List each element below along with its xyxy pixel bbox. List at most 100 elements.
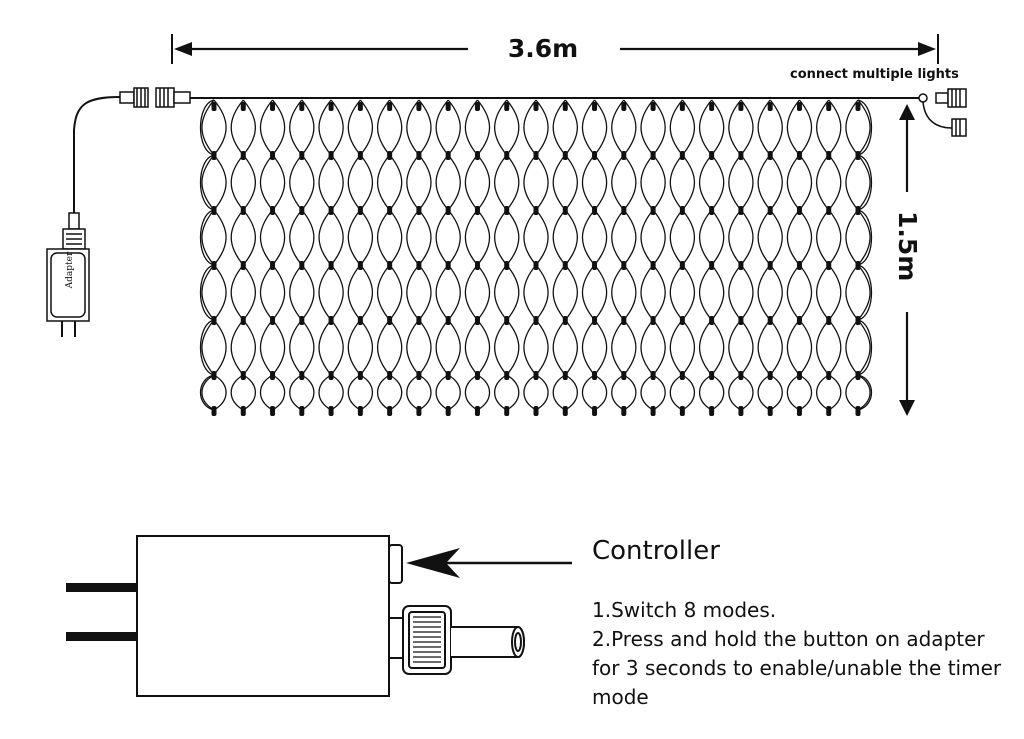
bulb-icon bbox=[445, 371, 451, 380]
net-cell bbox=[201, 154, 227, 212]
bulb-icon bbox=[533, 316, 539, 325]
bulb-icon bbox=[709, 206, 715, 215]
net-cell bbox=[611, 154, 637, 212]
bulb-icon bbox=[679, 261, 685, 270]
net-cell bbox=[406, 264, 432, 322]
bulb-icon bbox=[562, 316, 568, 325]
bulb-icon bbox=[416, 371, 422, 380]
bulb-icon bbox=[328, 406, 334, 416]
net-cell bbox=[318, 374, 344, 411]
controller-note-1: 1.Switch 8 modes. bbox=[592, 598, 777, 622]
bulb-icon bbox=[709, 261, 715, 270]
net-cell bbox=[464, 209, 491, 267]
net-cell bbox=[786, 374, 813, 411]
bulb-icon bbox=[592, 206, 598, 215]
net-cell bbox=[845, 154, 871, 212]
bulb-icon bbox=[240, 151, 246, 160]
net-cell bbox=[435, 154, 461, 212]
bulb-icon bbox=[767, 316, 773, 325]
bulb-icon bbox=[270, 371, 276, 380]
bulb-icon bbox=[796, 206, 802, 215]
bulb-icon bbox=[299, 261, 305, 270]
bulb-icon bbox=[474, 151, 480, 160]
net-cell bbox=[523, 374, 549, 411]
net-cell bbox=[552, 209, 578, 267]
bulb-icon bbox=[650, 151, 656, 160]
bulb-icon bbox=[621, 151, 627, 160]
bulb-icon bbox=[796, 261, 802, 270]
bulb-icon bbox=[299, 371, 305, 380]
net-cell bbox=[523, 319, 549, 377]
net-cell bbox=[786, 209, 813, 267]
controller-adapter-icon bbox=[66, 535, 525, 697]
bulb-icon bbox=[357, 316, 363, 325]
bulb-icon bbox=[533, 102, 539, 111]
bulb-icon bbox=[240, 261, 246, 270]
net-cell bbox=[699, 319, 725, 377]
net-cell bbox=[464, 374, 491, 411]
bulb-icon bbox=[387, 406, 393, 416]
net-cell bbox=[289, 154, 315, 212]
bulb-icon bbox=[826, 206, 832, 215]
bulb-icon bbox=[328, 371, 334, 380]
bulb-icon bbox=[533, 406, 539, 416]
bulb-icon bbox=[416, 316, 422, 325]
bulb-icon bbox=[767, 261, 773, 270]
net-cell bbox=[581, 209, 608, 267]
net-cell bbox=[406, 374, 432, 411]
net-edge-loop bbox=[199, 264, 215, 321]
bulb-icon bbox=[211, 406, 217, 416]
bulb-icon bbox=[533, 371, 539, 380]
net-cell bbox=[699, 264, 725, 322]
bulb-icon bbox=[855, 316, 861, 325]
net-cell bbox=[377, 264, 403, 322]
net-cell bbox=[347, 319, 373, 377]
net-cell bbox=[377, 154, 403, 212]
bulb-icon bbox=[679, 206, 685, 215]
bulb-icon bbox=[357, 151, 363, 160]
bulb-icon bbox=[679, 151, 685, 160]
bulb-icon bbox=[270, 406, 276, 416]
net-cell bbox=[786, 154, 813, 212]
bulb-icon bbox=[709, 151, 715, 160]
bulb-icon bbox=[445, 102, 451, 111]
bulb-icon bbox=[767, 102, 773, 111]
bulb-icon bbox=[767, 151, 773, 160]
bulb-icon bbox=[211, 316, 217, 325]
net-edge-loop bbox=[857, 99, 873, 156]
bulb-icon bbox=[679, 316, 685, 325]
bulb-icon bbox=[240, 371, 246, 380]
net-cell bbox=[845, 264, 871, 322]
top-cable bbox=[73, 96, 920, 215]
net-cell bbox=[464, 264, 491, 322]
bulb-icon bbox=[504, 316, 510, 325]
controller-arrow-icon bbox=[406, 548, 572, 578]
bulb-icon bbox=[709, 406, 715, 416]
bulb-icon bbox=[445, 406, 451, 416]
bulb-icon bbox=[533, 261, 539, 270]
net-edge-loop bbox=[199, 319, 215, 376]
bulb-icon bbox=[211, 371, 217, 380]
net-cell bbox=[611, 264, 637, 322]
net-cell bbox=[230, 154, 256, 212]
net-cell bbox=[289, 319, 315, 377]
bulb-icon bbox=[445, 261, 451, 270]
net-cell bbox=[757, 264, 783, 322]
net-cell bbox=[581, 374, 608, 411]
bulb-icon bbox=[650, 371, 656, 380]
net-edge-loop bbox=[857, 209, 873, 266]
bulb-icon bbox=[504, 371, 510, 380]
width-dimension bbox=[171, 34, 939, 64]
net-cell bbox=[289, 374, 315, 411]
bulb-icon bbox=[855, 371, 861, 380]
net-cell bbox=[259, 154, 286, 212]
bulb-icon bbox=[328, 316, 334, 325]
bulb-icon bbox=[445, 206, 451, 215]
net-edge-loop bbox=[199, 99, 215, 156]
bulb-icon bbox=[270, 151, 276, 160]
net-cell bbox=[728, 374, 754, 411]
net-cell bbox=[201, 319, 227, 377]
net-cell bbox=[669, 154, 695, 212]
